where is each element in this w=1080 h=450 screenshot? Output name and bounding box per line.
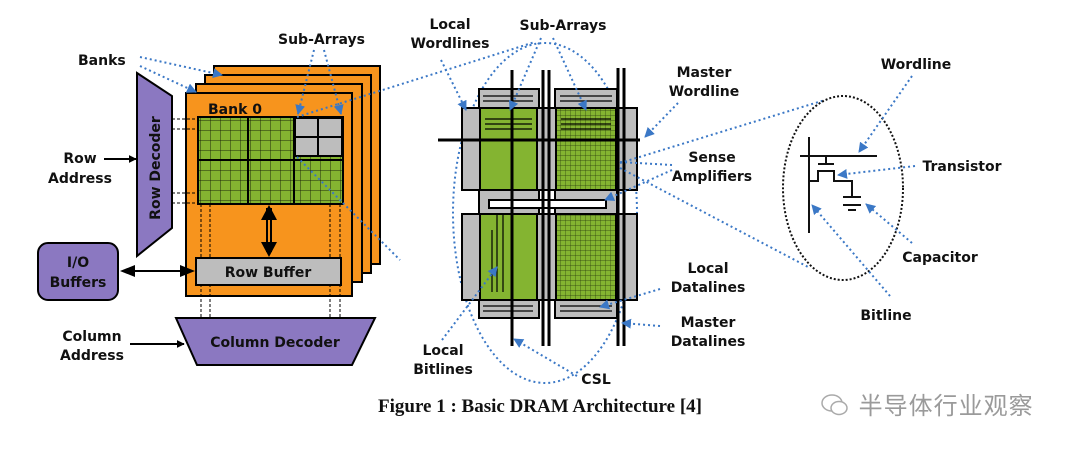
io-buffers: I/O Buffers (37, 242, 119, 301)
column-address-label-line2: Address (60, 348, 124, 364)
io-rowbuffer-arrow (120, 265, 195, 277)
wechat-icon (820, 392, 850, 418)
highlighted-subarray (294, 117, 343, 157)
transistor-label: Transistor (922, 159, 1001, 175)
svg-text:Row Buffer: Row Buffer (225, 265, 312, 281)
wordline-label: Wordline (881, 57, 952, 73)
bank0-cell-array (197, 116, 344, 205)
bank0-label: Bank 0 (208, 102, 262, 118)
subarrays-pointers-left (295, 49, 344, 115)
svg-text:I/O: I/O (67, 255, 89, 271)
svg-text:Column Decoder: Column Decoder (210, 335, 340, 351)
zoom-projection-lines-1 (296, 41, 536, 261)
banks-label: Banks (78, 53, 126, 69)
subarrays-label-middle: Sub-Arrays (519, 18, 606, 34)
master-wordline-label-line2: Wordline (669, 84, 740, 100)
watermark-text: 半导体行业观察 (858, 392, 1034, 420)
sense-amplifiers-label-line2: Amplifiers (672, 169, 752, 185)
figure-caption: Figure 1 : Basic DRAM Architecture [4] (378, 396, 702, 417)
subarray-pointers (440, 37, 679, 377)
svg-text:Buffers: Buffers (50, 275, 107, 291)
sense-amplifiers-label-line1: Sense (688, 150, 735, 166)
transistor-symbol (809, 170, 853, 197)
svg-text:Row Decoder: Row Decoder (148, 116, 164, 220)
subarray-detail (438, 68, 640, 346)
watermark: 半导体行业观察 (820, 386, 1034, 421)
array-rowbuffer-arrow (261, 205, 277, 257)
row-buffer: Row Buffer (195, 257, 342, 286)
dram-cell-schematic (800, 137, 877, 233)
cell-zoom-ellipse (782, 95, 904, 281)
master-datalines-label-line2: Datalines (671, 334, 746, 350)
row-address-label-line1: Row (63, 151, 96, 167)
master-wordline-label-line1: Master (677, 65, 732, 81)
cell-pointers (811, 75, 916, 297)
subarrays-label-left: Sub-Arrays (278, 32, 365, 48)
zoom-projection-lines-2 (619, 99, 826, 269)
csl-label: CSL (581, 372, 611, 388)
local-bitlines-label-line2: Bitlines (413, 362, 473, 378)
row-address-label-line2: Address (48, 171, 112, 187)
local-wordlines-label-line1: Local (429, 17, 470, 33)
local-datalines-label-line1: Local (687, 261, 728, 277)
local-bitlines-label-line1: Local (422, 343, 463, 359)
master-datalines-label-line1: Master (681, 315, 736, 331)
row-decoder: Row Decoder (136, 71, 173, 259)
bitline-label: Bitline (860, 308, 911, 324)
banks-pointers (139, 56, 223, 93)
column-decoder: Column Decoder (174, 317, 377, 366)
capacitor-label: Capacitor (902, 250, 978, 266)
local-datalines-label-line2: Datalines (671, 280, 746, 296)
column-address-label-line1: Column (62, 329, 121, 345)
local-wordlines-label-line2: Wordlines (411, 36, 490, 52)
